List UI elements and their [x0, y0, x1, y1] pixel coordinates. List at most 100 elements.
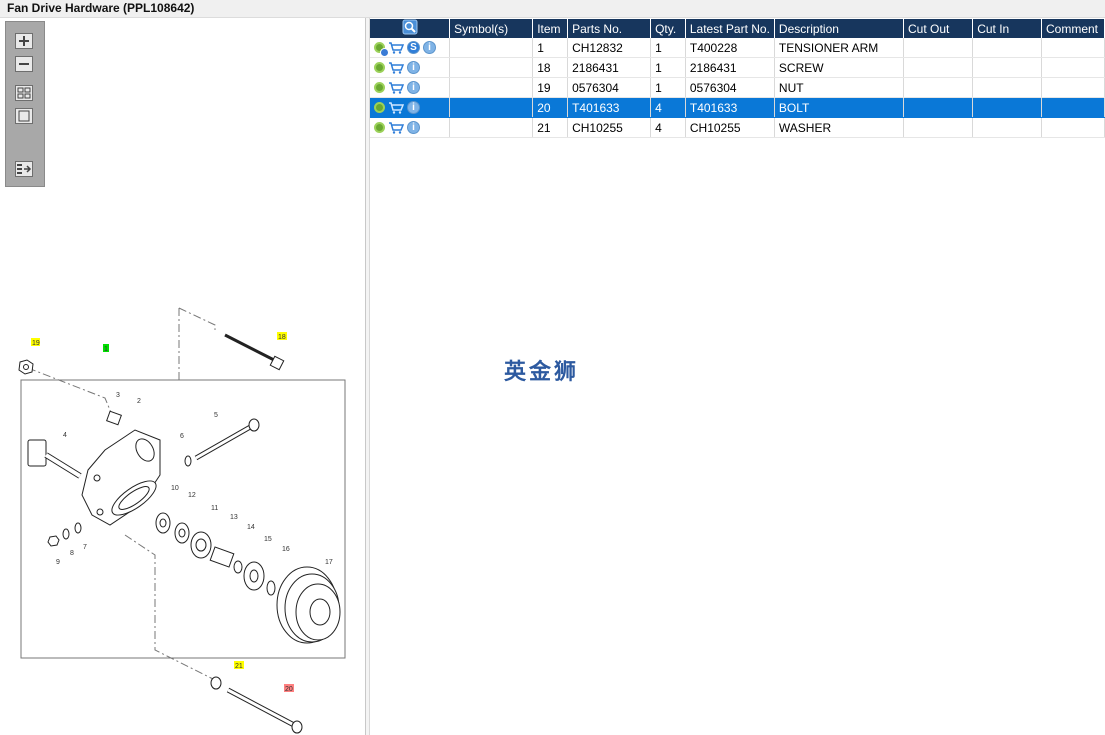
cell-cut-out — [903, 117, 974, 138]
options-gear-icon[interactable] — [374, 122, 385, 133]
cart-icon[interactable] — [388, 41, 404, 54]
cart-icon[interactable] — [388, 81, 404, 94]
export-icon — [17, 164, 32, 174]
cart-icon[interactable] — [388, 61, 404, 74]
cell-comment — [1041, 97, 1105, 118]
cell-item: 1 — [532, 38, 569, 58]
cell-latest-part-no: T401633 — [685, 97, 775, 118]
parts-table: Symbol(s) Item Parts No. Qty. Latest Par… — [370, 19, 1105, 138]
cell-symbols — [449, 38, 534, 58]
circlip-16 — [266, 580, 276, 596]
col-comment[interactable]: Comment — [1041, 19, 1105, 38]
callout-2[interactable]: 2 — [137, 398, 141, 405]
info-icon[interactable]: i — [407, 121, 420, 134]
table-row[interactable]: i 21 CH10255 4 CH10255 WASHER — [370, 117, 1105, 138]
cell-comment — [1041, 77, 1105, 98]
options-gear-icon[interactable] — [374, 62, 385, 73]
col-qty[interactable]: Qty. — [650, 19, 686, 38]
cart-icon[interactable] — [388, 101, 404, 114]
callout-4[interactable]: 4 — [63, 432, 67, 439]
window-title: Fan Drive Hardware (PPL108642) — [7, 1, 195, 15]
callout-12[interactable]: 12 — [188, 492, 196, 499]
callout-13[interactable]: 13 — [230, 514, 238, 521]
callout-1-highlight — [103, 344, 109, 352]
nut-19 — [18, 359, 34, 375]
col-cut-out[interactable]: Cut Out — [903, 19, 974, 38]
tensioner-arm-body — [81, 429, 161, 526]
cell-latest-part-no: T400228 — [685, 38, 775, 58]
search-icon[interactable] — [402, 19, 418, 35]
callout-21[interactable]: 21 — [235, 663, 243, 670]
callout-15[interactable]: 15 — [264, 536, 272, 543]
callout-5[interactable]: 5 — [214, 412, 218, 419]
options-gear-icon[interactable] — [374, 42, 389, 57]
callout-19-highlight — [31, 338, 40, 346]
supersession-icon[interactable]: S — [407, 41, 420, 54]
fit-window-button[interactable] — [15, 108, 33, 124]
cell-cut-in — [972, 38, 1042, 58]
cell-parts-no: 0576304 — [567, 77, 652, 98]
grid-icon — [17, 87, 31, 99]
info-icon[interactable]: i — [423, 41, 436, 54]
callout-6[interactable]: 6 — [180, 433, 184, 440]
callout-1[interactable]: 1 — [104, 346, 108, 353]
col-cut-in[interactable]: Cut In — [972, 19, 1042, 38]
cell-latest-part-no: 0576304 — [685, 77, 775, 98]
table-header: Symbol(s) Item Parts No. Qty. Latest Par… — [370, 19, 1105, 38]
cell-parts-no: T401633 — [567, 97, 652, 118]
callout-19[interactable]: 19 — [32, 340, 40, 347]
cell-cut-in — [972, 77, 1042, 98]
bolt-20 — [226, 687, 303, 734]
fit-all-button[interactable] — [15, 85, 33, 101]
col-parts-no[interactable]: Parts No. — [567, 19, 652, 38]
cell-item: 21 — [532, 117, 569, 138]
cell-item: 20 — [532, 97, 569, 118]
cell-qty: 1 — [650, 77, 686, 98]
callout-8[interactable]: 8 — [70, 550, 74, 557]
exploded-parts-diagram[interactable]: 19 1 18 3 2 4 6 5 10 12 11 13 14 15 16 1… — [0, 280, 365, 735]
zoom-in-button[interactable] — [15, 33, 33, 49]
cart-icon[interactable] — [388, 121, 404, 134]
col-latest-part-no[interactable]: Latest Part No. — [685, 19, 775, 38]
col-item[interactable]: Item — [532, 19, 569, 38]
col-symbols[interactable]: Symbol(s) — [449, 19, 534, 38]
pane-splitter[interactable] — [366, 18, 370, 735]
cell-parts-no: CH12832 — [567, 38, 652, 58]
cell-item: 19 — [532, 77, 569, 98]
cell-symbols — [449, 117, 534, 138]
callout-18[interactable]: 18 — [278, 334, 286, 341]
watermark: 英金狮 — [504, 360, 580, 385]
square-icon — [18, 110, 30, 122]
callout-14[interactable]: 14 — [247, 524, 255, 531]
callout-20[interactable]: 20 — [285, 686, 293, 693]
callout-3[interactable]: 3 — [116, 392, 120, 399]
callout-9[interactable]: 9 — [56, 559, 60, 566]
zoom-out-button[interactable] — [15, 56, 33, 72]
diagram-pane[interactable]: 19 1 18 3 2 4 6 5 10 12 11 13 14 15 16 1… — [0, 18, 366, 735]
callout-7[interactable]: 7 — [83, 544, 87, 551]
table-row[interactable]: i 19 0576304 1 0576304 NUT — [370, 77, 1105, 98]
options-gear-icon[interactable] — [374, 82, 385, 93]
callout-10[interactable]: 10 — [171, 485, 179, 492]
info-icon[interactable]: i — [407, 61, 420, 74]
plus-icon — [19, 36, 29, 46]
col-search[interactable] — [370, 19, 451, 38]
table-row-selected[interactable]: i 20 T401633 4 T401633 BOLT — [370, 97, 1105, 118]
cell-description: TENSIONER ARM — [774, 38, 905, 58]
callout-21-highlight — [234, 661, 244, 669]
col-description[interactable]: Description — [774, 19, 905, 38]
options-gear-icon[interactable] — [374, 102, 385, 113]
cell-description: NUT — [774, 77, 905, 98]
callout-11[interactable]: 11 — [211, 505, 218, 512]
info-icon[interactable]: i — [407, 101, 420, 114]
zoom-toolbox — [5, 21, 45, 187]
callout-18-highlight — [277, 332, 287, 340]
export-button[interactable] — [15, 161, 33, 177]
callout-17[interactable]: 17 — [325, 559, 333, 566]
callout-16[interactable]: 16 — [282, 546, 290, 553]
fasteners-7-8-9 — [47, 522, 82, 547]
info-icon[interactable]: i — [407, 81, 420, 94]
table-row[interactable]: i 18 2186431 1 2186431 SCREW — [370, 57, 1105, 78]
cell-qty: 1 — [650, 38, 686, 58]
